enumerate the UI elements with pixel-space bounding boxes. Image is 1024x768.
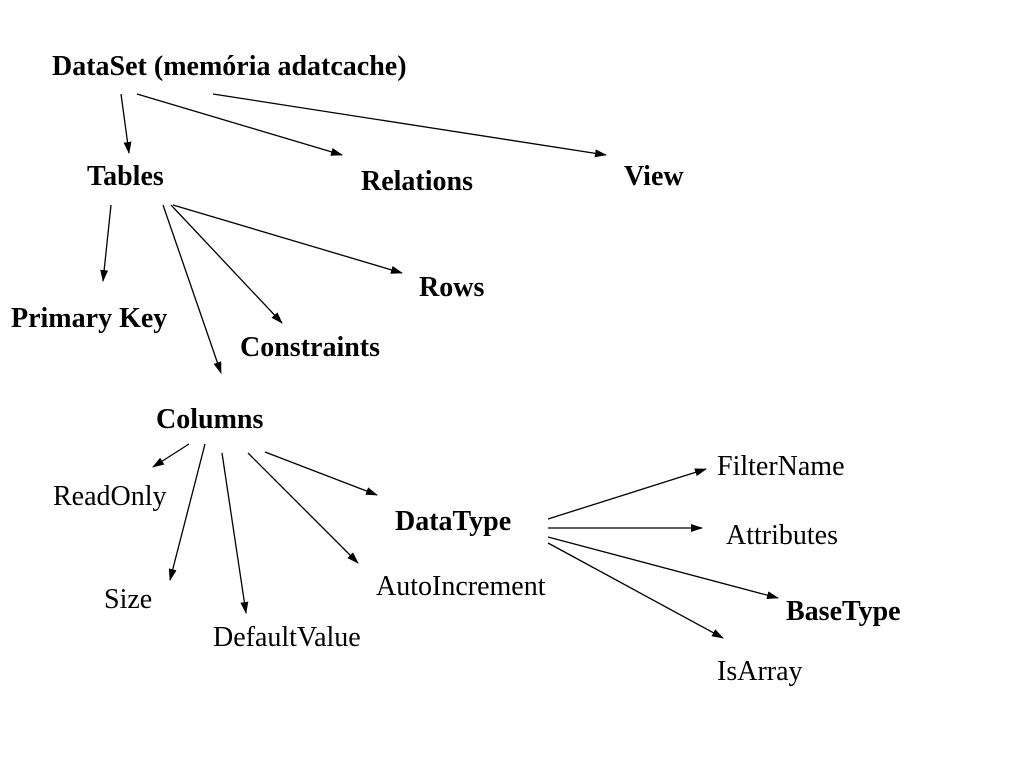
- arrow-dataset-to-tables: [120, 93, 132, 154]
- arrow-tables-to-rows: [172, 204, 403, 274]
- node-size: Size: [104, 584, 153, 615]
- node-autoincrement: AutoIncrement: [376, 571, 546, 602]
- arrow-tables-to-columns: [162, 204, 222, 374]
- node-isarray: IsArray: [717, 656, 803, 687]
- node-datatype: DataType: [395, 506, 512, 537]
- node-constraints: Constraints: [240, 332, 381, 363]
- node-filtername: FilterName: [717, 451, 845, 482]
- arrow-tables-to-primary_key: [100, 204, 112, 282]
- arrow-tables-to-constraints: [170, 204, 283, 324]
- arrow-columns-to-datatype: [264, 451, 378, 496]
- arrow-datatype-to-isarray: [547, 542, 724, 639]
- node-primary-key: Primary Key: [11, 303, 168, 334]
- node-basetype: BaseType: [786, 596, 901, 627]
- arrow-columns-to-autoincrement: [247, 452, 359, 564]
- arrow-datatype-to-basetype: [547, 536, 779, 600]
- arrow-columns-to-defaultvalue: [221, 452, 249, 614]
- node-dataset: DataSet (memória adatcache): [52, 51, 407, 82]
- node-relations: Relations: [361, 166, 473, 197]
- node-defaultvalue: DefaultValue: [213, 622, 361, 653]
- node-tables: Tables: [87, 161, 164, 192]
- arrow-dataset-to-relations: [136, 93, 343, 156]
- arrow-datatype-to-filtername: [547, 468, 707, 520]
- node-readonly: ReadOnly: [53, 481, 167, 512]
- node-columns: Columns: [156, 404, 264, 435]
- arrow-columns-to-size: [168, 443, 206, 581]
- arrow-dataset-to-view: [212, 93, 607, 158]
- node-view: View: [624, 161, 684, 192]
- arrow-columns-to-readonly: [152, 443, 190, 468]
- node-rows: Rows: [419, 272, 485, 303]
- node-attributes: Attributes: [726, 520, 838, 551]
